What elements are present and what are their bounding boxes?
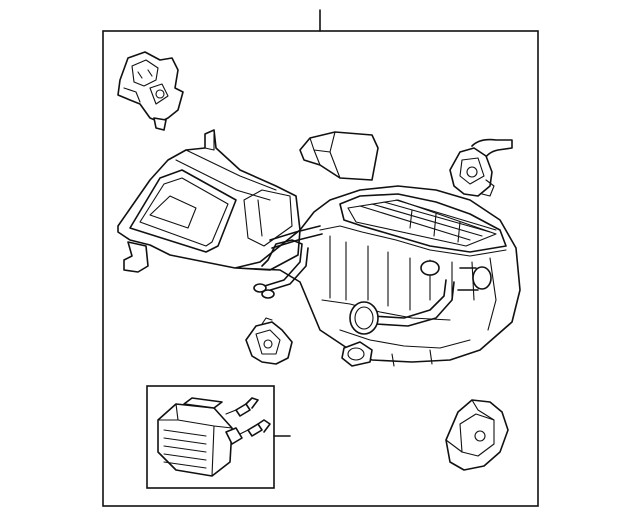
heater-case-assembly [117, 129, 521, 367]
actuator-top-left [117, 51, 184, 131]
screw [225, 397, 271, 445]
resistor-assembly [157, 397, 233, 477]
actuator-small-middle [245, 317, 293, 365]
actuator-top-right [449, 138, 513, 197]
actuator-bottom-right [445, 399, 509, 471]
inset-detail [146, 385, 291, 489]
diagram-frame [102, 30, 539, 507]
inset-frame [146, 385, 275, 489]
cover-bracket [299, 131, 379, 181]
